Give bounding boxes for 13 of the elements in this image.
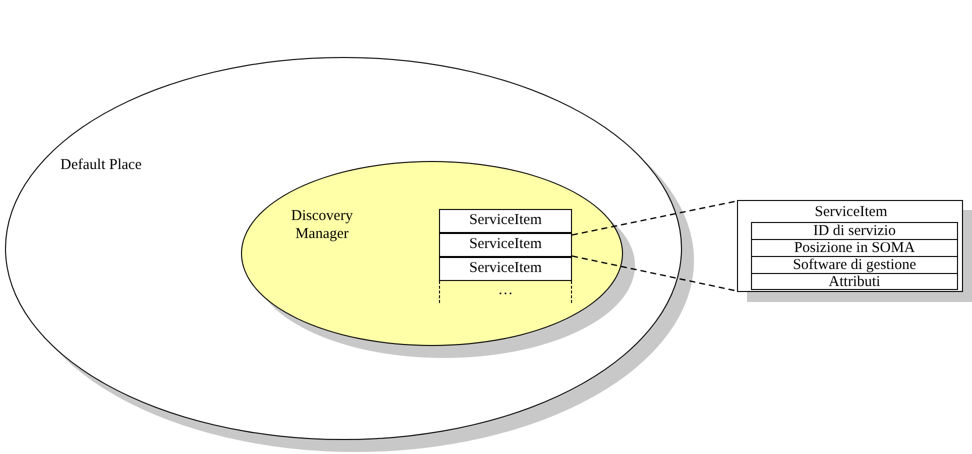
card-title: ServiceItem (814, 203, 888, 221)
field-row: ID di servizio (751, 222, 958, 240)
list-item: ServiceItem (439, 233, 572, 257)
dashed-line (572, 200, 738, 236)
dashed-line (572, 255, 738, 292)
list-item: ServiceItem (439, 209, 572, 233)
ellipsis-item: … (439, 281, 572, 303)
field-row: Posizione in SOMA (751, 239, 958, 257)
region-label: Discovery Manager (290, 207, 354, 243)
field-row: Software di gestione (751, 256, 958, 274)
region-label: Default Place (59, 156, 143, 174)
list-item: ServiceItem (439, 257, 572, 281)
field-row: Attributi (751, 273, 958, 290)
